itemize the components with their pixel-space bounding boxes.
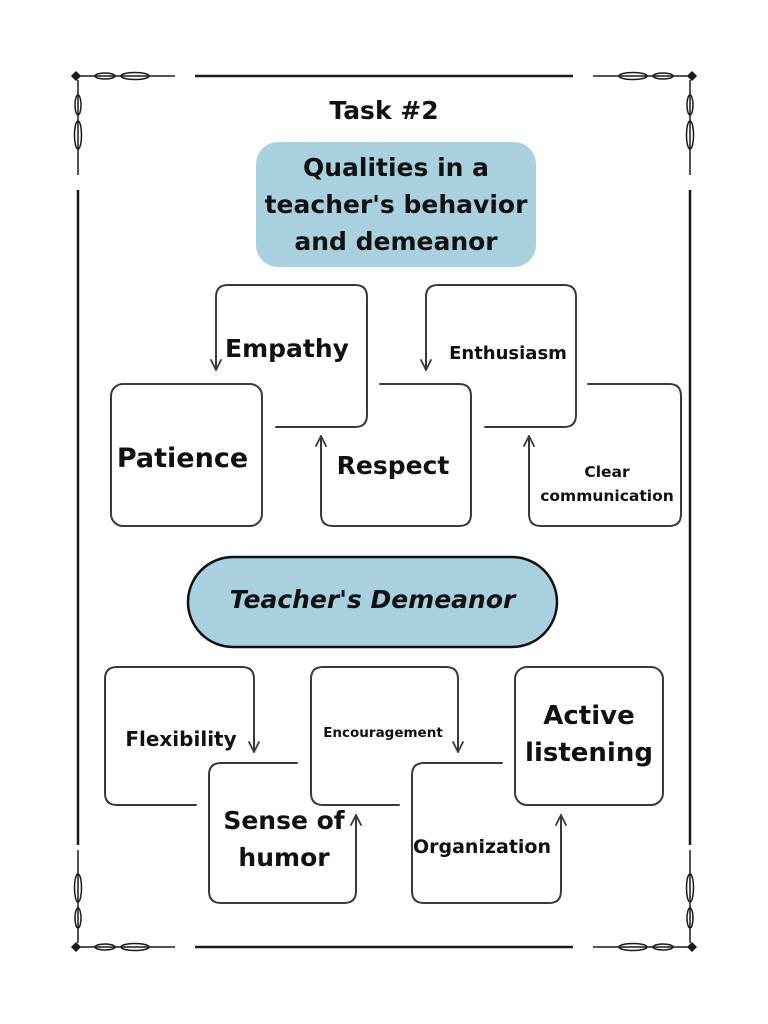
active-listening-box bbox=[514, 666, 664, 806]
section-title: Teacher's Demeanor bbox=[229, 585, 516, 614]
label-clear-communication: Clear communication bbox=[540, 463, 674, 505]
encouragement-box bbox=[310, 666, 464, 806]
organization-box bbox=[411, 762, 567, 904]
title-banner: Qualities in a teacher's behavior and de… bbox=[256, 142, 536, 267]
sense-of-humor-box bbox=[208, 762, 362, 904]
flexibility-box bbox=[104, 666, 260, 806]
label-empathy: Empathy bbox=[225, 334, 349, 363]
label-flexibility: Flexibility bbox=[125, 727, 237, 751]
section-pill-shape bbox=[186, 555, 559, 649]
label-sense-of-humor: Sense of humor bbox=[223, 806, 345, 872]
label-organization: Organization bbox=[412, 836, 552, 858]
empathy-box bbox=[210, 284, 368, 428]
label-encouragement: Encouragement bbox=[323, 725, 443, 741]
enthusiasm-box bbox=[420, 284, 577, 428]
respect-box bbox=[315, 383, 472, 527]
label-active-listening: Active listening bbox=[525, 701, 653, 768]
task-label: Task #2 bbox=[329, 96, 439, 125]
corner-ornament-icon bbox=[70, 70, 698, 953]
label-patience: Patience bbox=[116, 443, 249, 474]
label-respect: Respect bbox=[336, 451, 450, 480]
page-border bbox=[76, 74, 692, 949]
label-enthusiasm: Enthusiasm bbox=[449, 343, 567, 364]
patience-box bbox=[110, 383, 263, 527]
clear-communication-box bbox=[523, 383, 682, 527]
main-title: Qualities in a teacher's behavior and de… bbox=[264, 153, 528, 256]
